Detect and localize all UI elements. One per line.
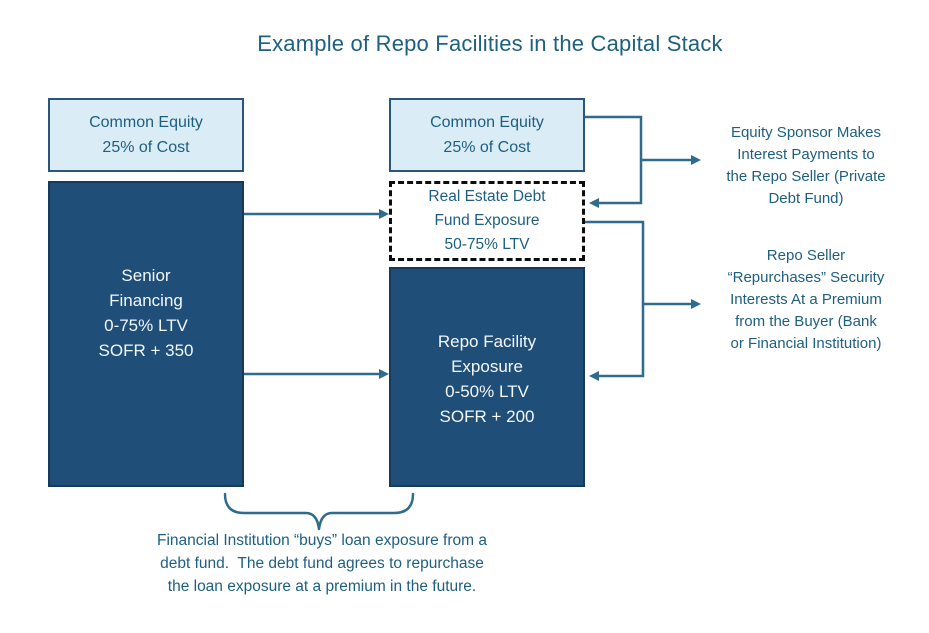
box-text-line: Senior [121, 266, 171, 285]
diagram-title: Example of Repo Facilities in the Capita… [257, 31, 723, 56]
note-text-line: Equity Sponsor Makes [730, 124, 882, 141]
common-equity-box-middle: Common Equity 25% of Cost [389, 98, 585, 172]
box-text-line: 0-50% LTV [445, 382, 529, 401]
repo-seller-note: Repo Seller “Repurchases” Security Inter… [692, 245, 920, 355]
box-text-line: Exposure [451, 357, 523, 376]
note-text-line: Interests At a Premium [730, 291, 882, 308]
arrowhead-senior-to-debt-fund-icon [379, 209, 389, 219]
arrowhead-to-repo-seller-note-icon [691, 299, 701, 309]
box-text-line: SOFR + 200 [439, 407, 535, 426]
box-text-line: Common Equity [430, 114, 544, 131]
box-text-line: 25% of Cost [443, 139, 531, 156]
note-text-line: from the Buyer (Bank [735, 313, 877, 330]
caption-text-line: debt fund. The debt fund agrees to repur… [160, 555, 484, 572]
note-text-line: “Repurchases” Security [727, 269, 885, 286]
bottom-brace-icon [223, 492, 415, 531]
equity-sponsor-note: Equity Sponsor Makes Interest Payments t… [695, 122, 917, 210]
box-text-line: SOFR + 350 [98, 341, 194, 360]
common-equity-box-left: Common Equity 25% of Cost [48, 98, 244, 172]
arrowhead-into-debt-fund-icon [589, 198, 599, 208]
box-text-line: Common Equity [89, 114, 203, 131]
real-estate-debt-fund-exposure-box: Real Estate Debt Fund Exposure 50-75% LT… [389, 181, 585, 261]
box-text-line: 50-75% LTV [444, 236, 530, 253]
box-text-line: Repo Facility [437, 332, 537, 351]
senior-financing-box: Senior Financing 0-75% LTV SOFR + 350 [48, 181, 244, 487]
caption-text-line: the loan exposure at a premium in the fu… [167, 578, 477, 595]
note-text-line: or Financial Institution) [730, 335, 882, 352]
box-text-line: 0-75% LTV [104, 316, 188, 335]
box-text-line: Fund Exposure [434, 212, 540, 229]
elbow-common-equity-to-debt-fund [585, 115, 643, 205]
arrowhead-to-equity-sponsor-note-icon [691, 155, 701, 165]
caption-text-line: Financial Institution “buys” loan exposu… [157, 532, 487, 549]
elbow-debt-fund-to-repo-facility [585, 220, 645, 378]
note-text-line: Repo Seller [766, 247, 846, 264]
note-text-line: Debt Fund) [768, 190, 844, 207]
arrowhead-senior-to-repo-facility-icon [379, 369, 389, 379]
bottom-caption: Financial Institution “buys” loan exposu… [120, 529, 524, 598]
box-text-line: Financing [109, 291, 183, 310]
box-text-line: Real Estate Debt [428, 188, 546, 205]
box-text-line: 25% of Cost [102, 139, 190, 156]
note-text-line: Interest Payments to [737, 146, 875, 163]
repo-facility-exposure-box: Repo Facility Exposure 0-50% LTV SOFR + … [389, 267, 585, 487]
note-text-line: the Repo Seller (Private [726, 168, 886, 185]
arrowhead-into-repo-facility-icon [589, 371, 599, 381]
